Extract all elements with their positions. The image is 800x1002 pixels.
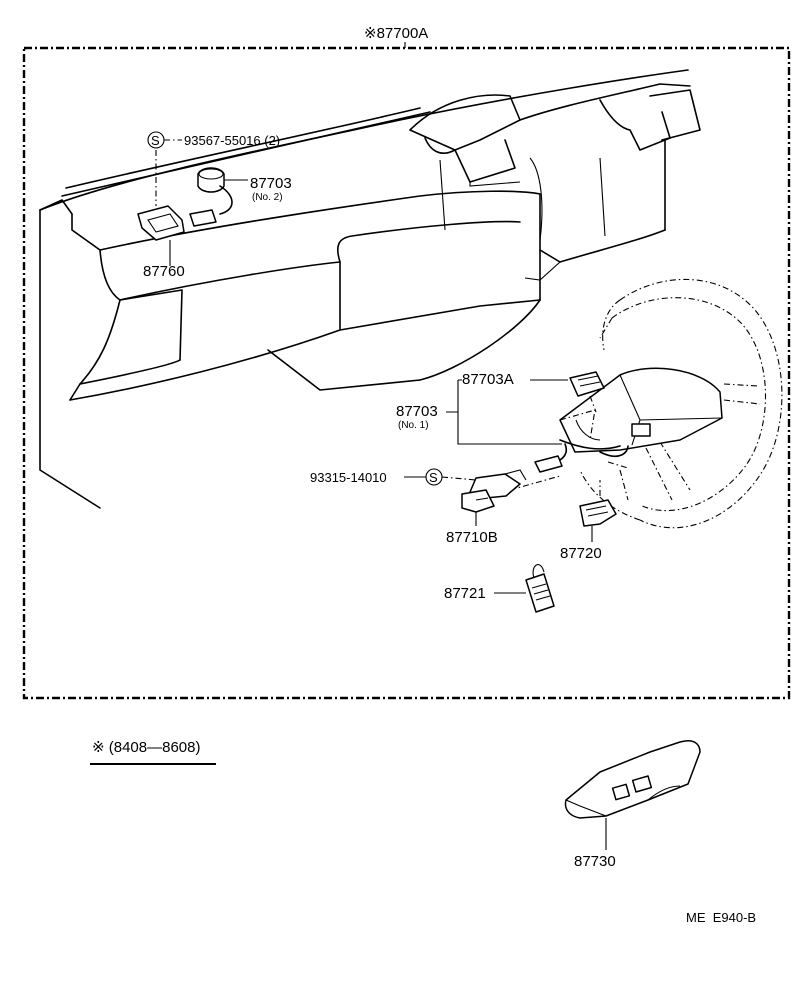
note-text: ※ (8408—8608) (92, 739, 200, 756)
harness-no1-sub: (No. 1) (398, 420, 429, 431)
harness-no2-sub: (No. 2) (252, 192, 283, 203)
switch-87720 (579, 480, 617, 527)
screw-symbol-top-text: S (151, 133, 160, 148)
switch-number: 87720 (560, 545, 602, 562)
cover-87730 (564, 740, 701, 850)
assembly-label: ※87700A (364, 25, 428, 42)
bracket-number: 87760 (143, 263, 185, 280)
screw-bottom-number: 93315-14010 (310, 470, 387, 485)
harness-no2 (189, 167, 248, 227)
instrument-panel (39, 69, 701, 509)
steering-hub (559, 367, 723, 453)
steering-wheel (579, 278, 783, 529)
harness-no2-number: 87703 (250, 175, 292, 192)
harness-no1 (509, 439, 629, 501)
sensor-b-number: 87710B (446, 529, 498, 546)
harness-no1-number: 87703 (396, 403, 438, 420)
screw-symbol-bottom-text: S (429, 470, 438, 485)
connector-87703a (569, 371, 605, 413)
connector-a-number: 87703A (462, 371, 514, 388)
tag-number: 87721 (444, 585, 486, 602)
bracket-87760 (137, 150, 185, 266)
tag-87721 (525, 564, 555, 613)
sensor-87710b (461, 469, 527, 513)
screw-bottom-leader-b (441, 476, 477, 481)
screw-top-number: 93567-55016 (2) (184, 133, 280, 148)
harness-no1-bracket (446, 379, 562, 445)
cover-number: 87730 (574, 853, 616, 870)
reference-code: ME E940-B (686, 910, 756, 925)
assembly-boundary (22, 46, 791, 700)
